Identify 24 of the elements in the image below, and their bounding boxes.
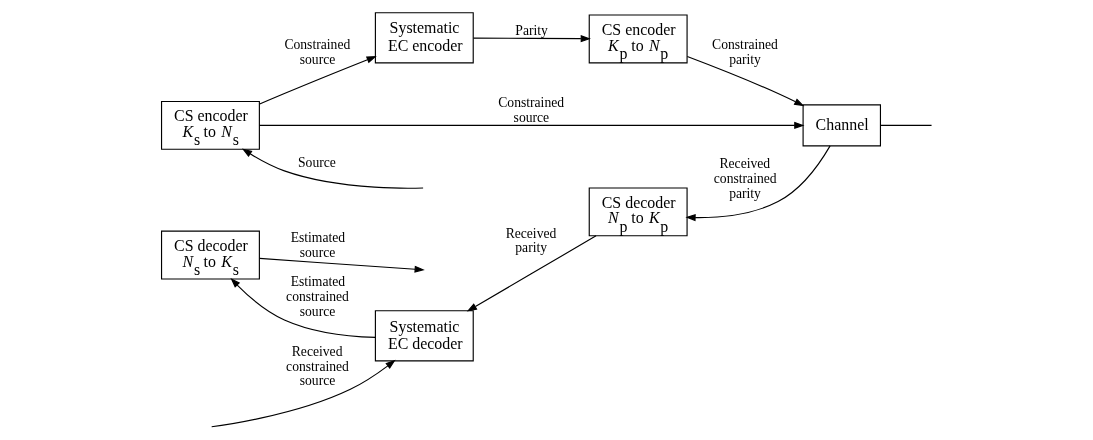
edge-label: Constrained source <box>497 94 564 125</box>
arrow <box>258 257 425 273</box>
node-box: Channel <box>802 104 881 147</box>
arrow <box>684 145 831 222</box>
edge-label: Constrained source <box>283 36 350 67</box>
edge-label: Source <box>297 155 336 171</box>
arrow <box>210 359 396 428</box>
arrow <box>258 121 804 129</box>
edge-label: Received parity <box>505 225 556 256</box>
arrow <box>258 56 377 105</box>
edge-label: Estimated constrained source <box>285 274 349 320</box>
edge-label: Parity <box>514 23 548 39</box>
edge-label: Received constrained source <box>285 343 349 389</box>
edge-label: Received constrained parity <box>713 156 777 201</box>
arrow <box>472 35 591 43</box>
arrow <box>466 235 597 312</box>
arrow <box>241 148 424 189</box>
connector <box>879 124 932 126</box>
node-box: Systematic EC encoder <box>374 12 474 64</box>
edge-label: Estimated source <box>290 230 345 260</box>
edge-label: Constrained parity <box>711 36 778 67</box>
arrow <box>686 55 804 107</box>
node-box: Systematic EC decoder <box>374 310 474 362</box>
arrow <box>229 277 376 338</box>
